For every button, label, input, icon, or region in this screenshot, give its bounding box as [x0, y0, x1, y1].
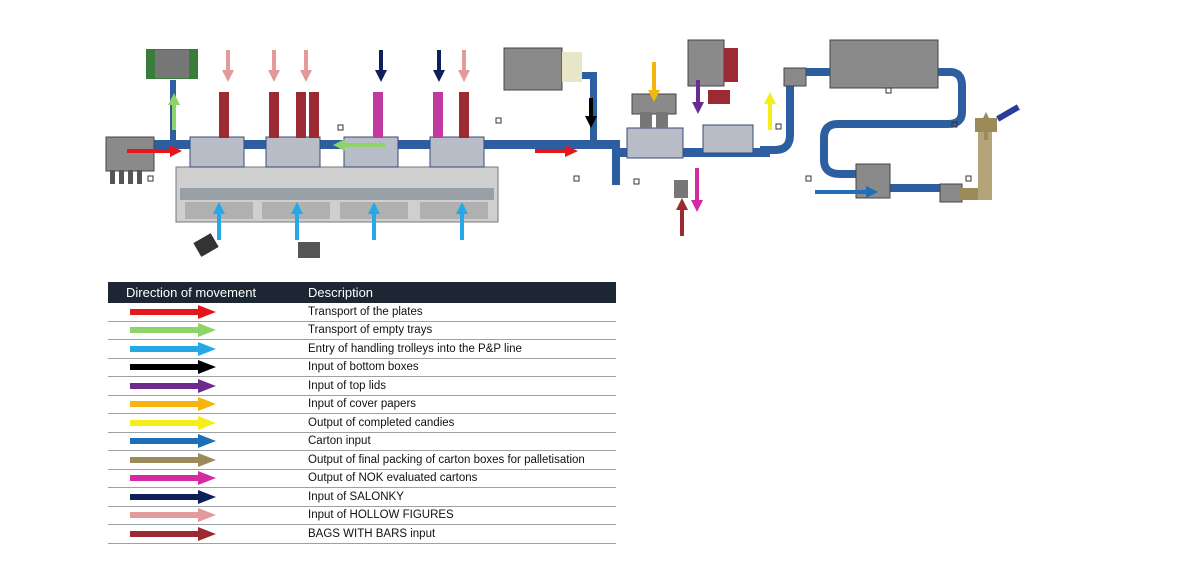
box-machine: [503, 47, 582, 91]
trolley-units: [193, 233, 320, 258]
legend-arrow-cell: [108, 303, 308, 322]
legend-row: Transport of empty trays: [108, 321, 616, 340]
palletising-conveyor: [960, 104, 1020, 200]
legend-row: Input of bottom boxes: [108, 358, 616, 377]
nok-station: [674, 180, 688, 198]
legend-row: Input of top lids: [108, 376, 616, 396]
legend-header-description: Description: [308, 282, 616, 303]
legend-arrow-cell: [108, 432, 308, 451]
legend-description: Output of completed candies: [308, 413, 616, 433]
legend-row: Output of NOK evaluated cartons: [108, 469, 616, 488]
legend-description: Transport of the plates: [308, 303, 616, 322]
direction-arrow-icon: [130, 489, 216, 504]
legend-arrow-cell: [108, 469, 308, 488]
direction-arrow-icon: [130, 434, 216, 449]
legend-row: BAGS WITH BARS input: [108, 524, 616, 544]
legend-arrow-cell: [108, 339, 308, 359]
legend-description: Carton input: [308, 432, 616, 451]
legend-row: Input of HOLLOW FIGURES: [108, 506, 616, 525]
direction-arrow-icon: [130, 304, 216, 319]
legend-arrow-cell: [108, 376, 308, 396]
legend-arrow-cell: [108, 395, 308, 414]
direction-arrow-icon: [130, 323, 216, 338]
carton-machine: [783, 39, 963, 203]
direction-arrow-icon: [130, 415, 216, 430]
legend-row: Entry of handling trolleys into the P&P …: [108, 339, 616, 359]
legend-row: Output of completed candies: [108, 413, 616, 433]
direction-arrow-icon: [130, 397, 216, 412]
production-line-layout: [105, 39, 1020, 258]
legend-header-direction: Direction of movement: [108, 282, 308, 303]
legend-row: Output of final packing of carton boxes …: [108, 450, 616, 470]
direction-arrow-icon: [130, 378, 216, 393]
legend-description: BAGS WITH BARS input: [308, 524, 616, 544]
feed-columns: [219, 92, 469, 138]
legend-arrow-cell: [108, 321, 308, 340]
legend-header-row: Direction of movement Description: [108, 282, 616, 303]
lid-machine: [687, 39, 738, 104]
robot-cells: [189, 124, 754, 168]
legend-row: Input of cover papers: [108, 395, 616, 414]
direction-arrow-icon: [130, 471, 216, 486]
legend-description: Input of SALONKY: [308, 487, 616, 507]
direction-arrow-icon: [130, 341, 216, 356]
flow-arrows: [127, 50, 992, 240]
handling-platform: [175, 166, 499, 223]
legend-description: Input of HOLLOW FIGURES: [308, 506, 616, 525]
legend-description: Output of NOK evaluated cartons: [308, 469, 616, 488]
legend-description: Input of cover papers: [308, 395, 616, 414]
legend-row: Carton input: [108, 432, 616, 451]
direction-arrow-icon: [130, 452, 216, 467]
direction-arrow-icon: [130, 360, 216, 375]
legend-arrow-cell: [108, 450, 308, 470]
legend-description: Output of final packing of carton boxes …: [308, 450, 616, 470]
paper-machine: [631, 93, 677, 128]
legend-arrow-cell: [108, 358, 308, 377]
legend-row: Input of SALONKY: [108, 487, 616, 507]
floor-markers: [147, 87, 972, 185]
legend-description: Input of bottom boxes: [308, 358, 616, 377]
direction-arrow-icon: [130, 508, 216, 523]
legend-description: Input of top lids: [308, 376, 616, 396]
legend-arrow-cell: [108, 413, 308, 433]
legend-row: Transport of the plates: [108, 303, 616, 322]
legend-arrow-cell: [108, 506, 308, 525]
direction-arrow-icon: [130, 526, 216, 541]
legend-description: Transport of empty trays: [308, 321, 616, 340]
legend-description: Entry of handling trolleys into the P&P …: [308, 339, 616, 359]
legend-arrow-cell: [108, 487, 308, 507]
plate-input-unit: [105, 136, 155, 184]
legend-table: Direction of movement Description Transp…: [108, 282, 616, 544]
legend-arrow-cell: [108, 524, 308, 544]
